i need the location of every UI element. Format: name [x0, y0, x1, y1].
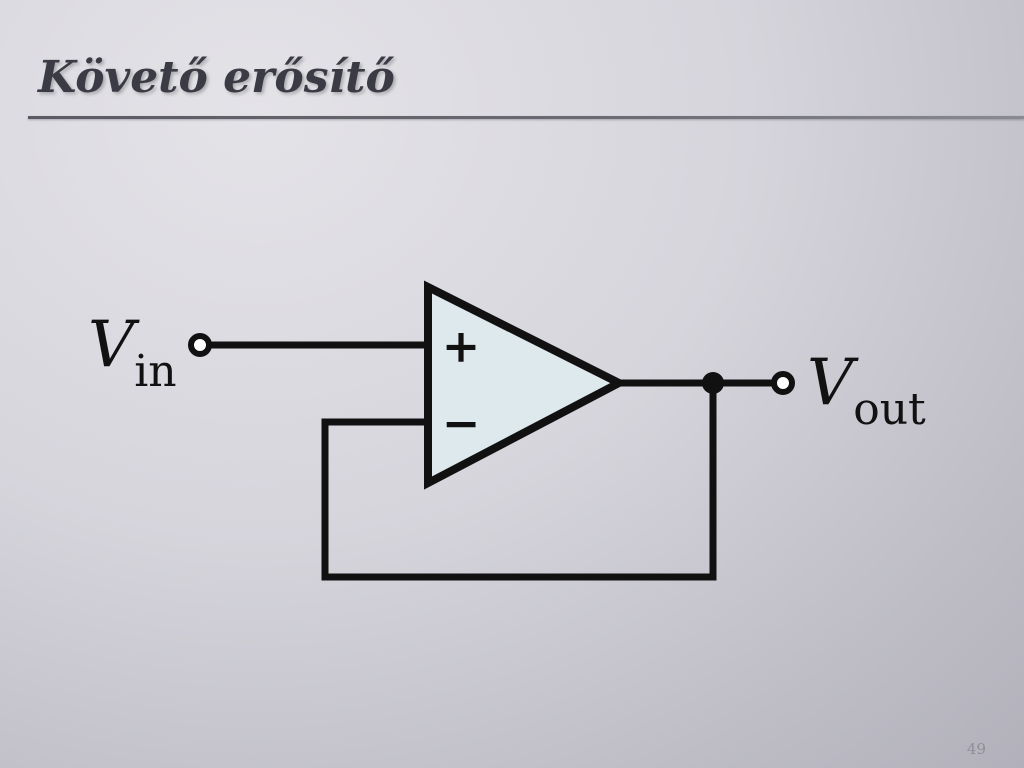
opamp-triangle [424, 280, 628, 490]
output-voltage-label: Vout [807, 346, 926, 435]
feedback-wire [321, 383, 717, 581]
output-voltage-symbol: V [807, 346, 859, 420]
slide-title: Követő erősítő [38, 52, 395, 103]
output-voltage-subscript: out [853, 384, 926, 435]
input-terminal [188, 333, 212, 357]
inverting-input-symbol: − [442, 396, 481, 450]
title-divider [28, 116, 1024, 119]
input-voltage-subscript: in [134, 346, 176, 397]
page-number: 49 [966, 740, 986, 758]
input-voltage-label: Vin [88, 308, 177, 397]
input-voltage-symbol: V [88, 308, 140, 382]
junction-node [702, 372, 724, 394]
noninverting-input-symbol: + [442, 319, 481, 373]
output-terminal [771, 371, 795, 395]
